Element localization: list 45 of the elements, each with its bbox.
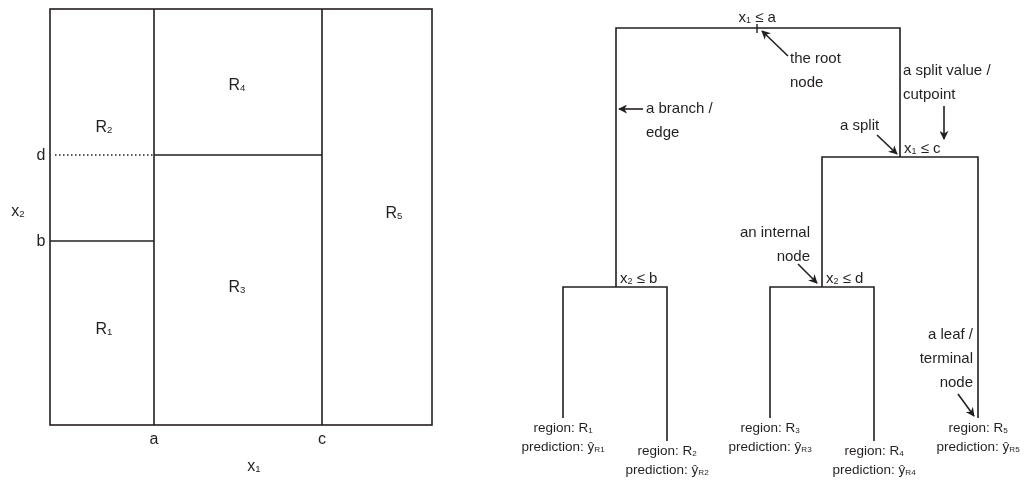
region-label: region: R$_{3}$ bbox=[739, 419, 801, 437]
axis-label: x$_{2}$ bbox=[11, 202, 25, 220]
region-label: region: R$_{2}$ bbox=[636, 442, 698, 460]
annotation-text: a leaf / terminal node bbox=[918, 324, 973, 392]
annotation-text: a branch / edge bbox=[646, 98, 714, 142]
annotation-text: an internal node bbox=[738, 222, 810, 266]
annotation-text: the root node bbox=[790, 48, 842, 92]
tree-branch bbox=[769, 286, 823, 419]
annotation-text: a split bbox=[840, 115, 880, 135]
region-label: region: R$_{5}$ bbox=[947, 419, 1009, 437]
region-label: R$_{4}$ bbox=[228, 76, 246, 94]
tick-label: d bbox=[36, 146, 46, 164]
tree-branch bbox=[615, 27, 758, 288]
prediction-label: prediction: ŷ$_{R3}$ bbox=[728, 438, 812, 456]
tree-branch bbox=[899, 156, 979, 419]
leader-arrow bbox=[797, 263, 818, 284]
annotation-text: a split value / cutpoint bbox=[903, 60, 992, 104]
leader-arrow bbox=[618, 104, 644, 114]
split-condition: x$_{1}$ ≤ c bbox=[904, 138, 941, 157]
region-label: region: R$_{4}$ bbox=[843, 442, 905, 460]
split-condition: x$_{2}$ ≤ b bbox=[620, 268, 658, 287]
region-label: R$_{2}$ bbox=[95, 118, 113, 136]
prediction-label: prediction: ŷ$_{R2}$ bbox=[625, 461, 709, 479]
tree-branch bbox=[756, 27, 901, 158]
split-condition: x$_{1}$ ≤ a bbox=[738, 7, 776, 26]
leader-arrow bbox=[876, 134, 898, 155]
tree-branch bbox=[615, 286, 668, 442]
tick-label: b bbox=[36, 232, 46, 250]
tick-label: c bbox=[318, 430, 326, 448]
tree-branch bbox=[821, 286, 875, 442]
region-label: R$_{3}$ bbox=[228, 278, 246, 296]
region-label: R$_{5}$ bbox=[385, 204, 403, 222]
region-label: region: R$_{1}$ bbox=[532, 419, 594, 437]
split-condition: x$_{2}$ ≤ d bbox=[826, 268, 864, 287]
tick-label: a bbox=[149, 430, 159, 448]
tree-branch bbox=[562, 286, 617, 419]
leader-arrow bbox=[761, 30, 789, 57]
prediction-label: prediction: ŷ$_{R1}$ bbox=[521, 438, 605, 456]
prediction-label: prediction: ŷ$_{R4}$ bbox=[832, 461, 916, 479]
leader-arrow bbox=[939, 105, 949, 140]
axis-label: x$_{1}$ bbox=[247, 457, 261, 475]
tree-branch bbox=[821, 156, 901, 288]
leader-arrow bbox=[957, 393, 975, 417]
region-label: R$_{1}$ bbox=[95, 320, 113, 338]
prediction-label: prediction: ŷ$_{R5}$ bbox=[936, 438, 1020, 456]
